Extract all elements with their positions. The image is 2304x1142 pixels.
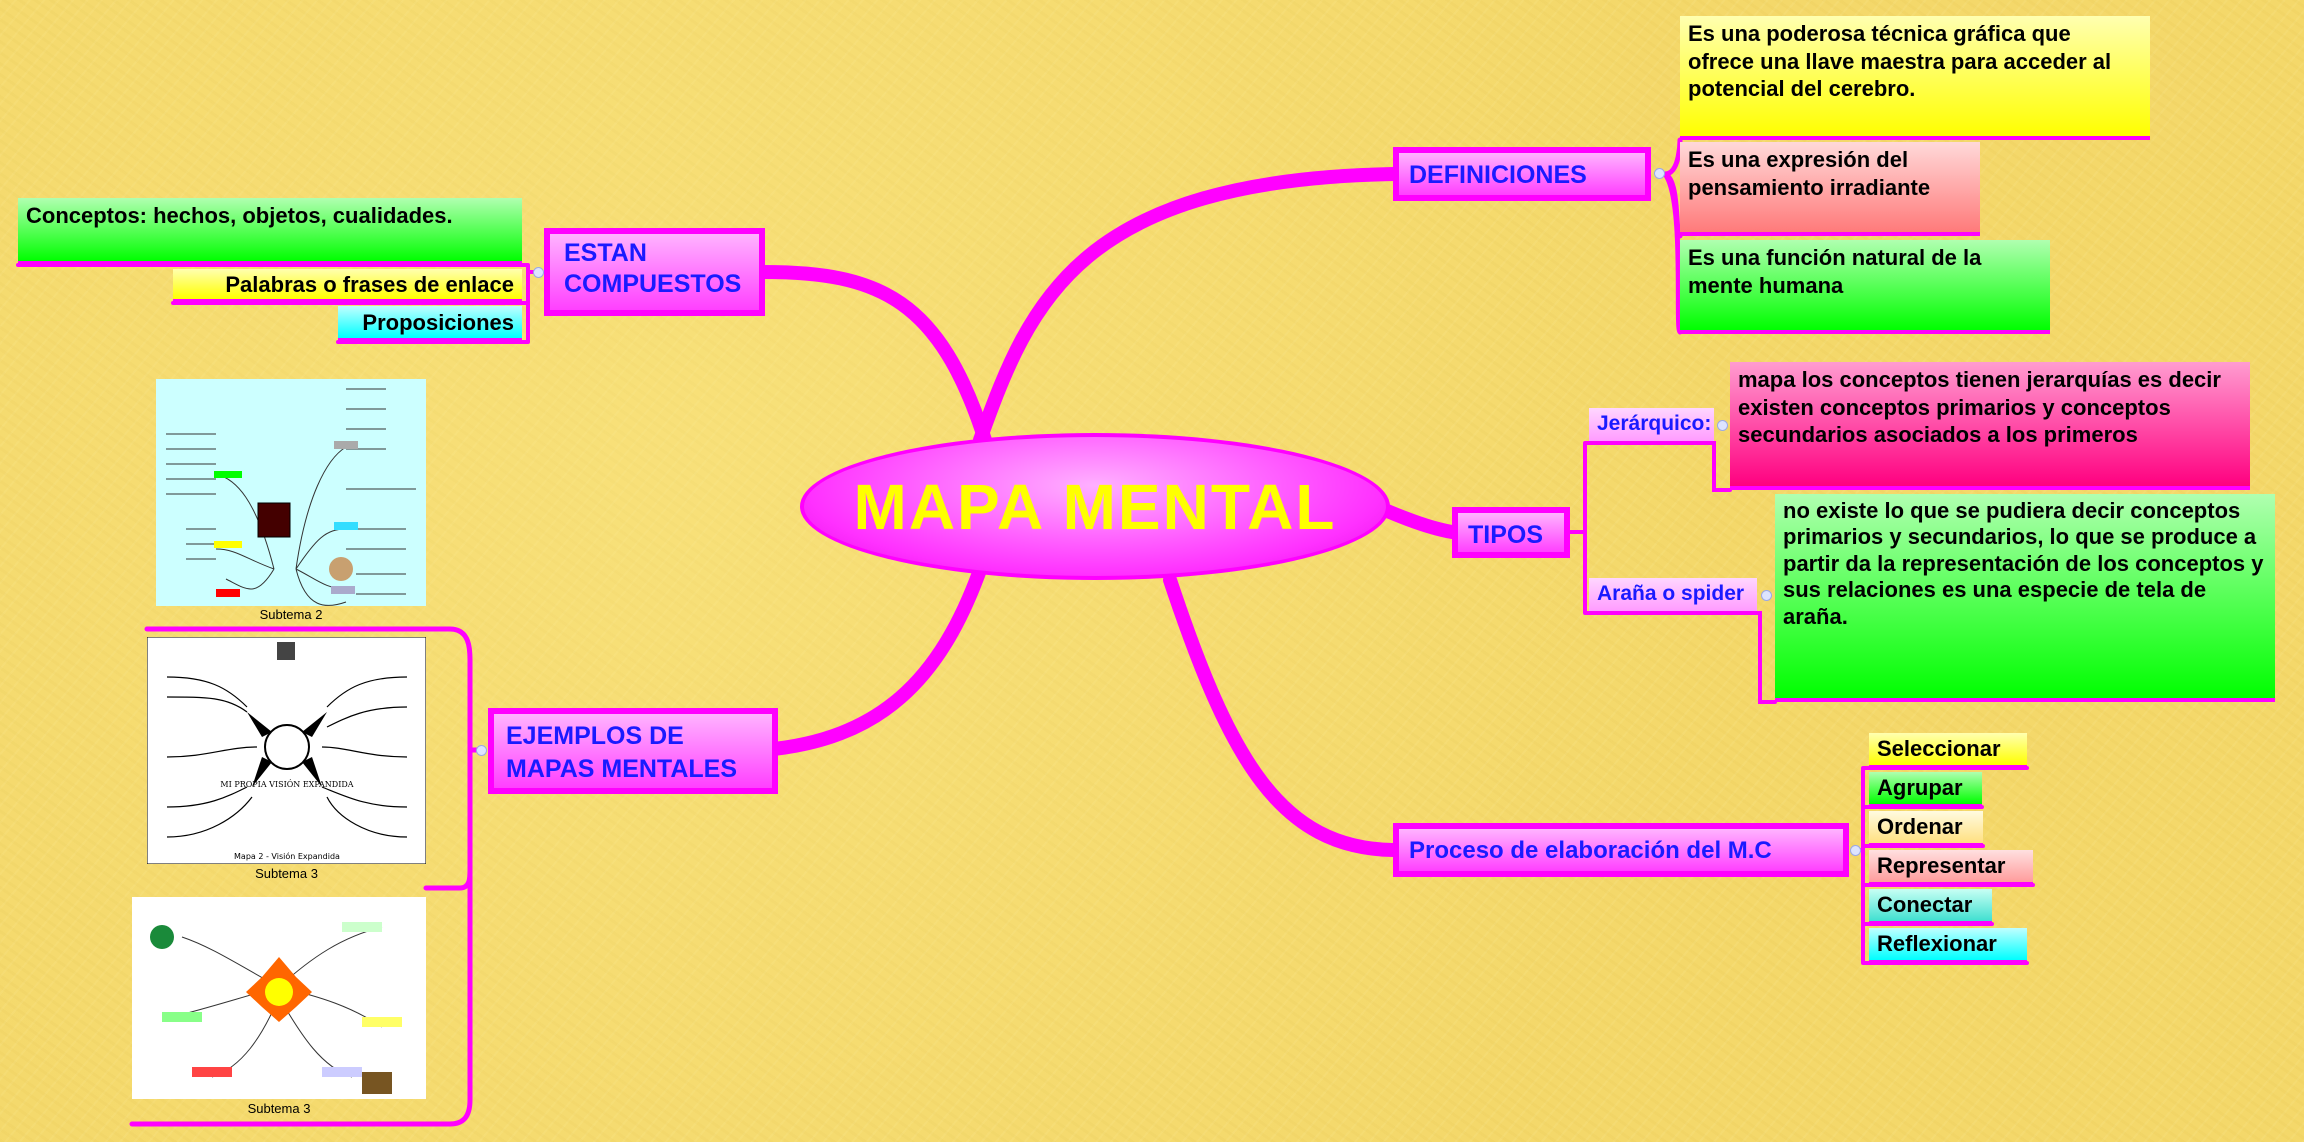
collapse-toggle-icon[interactable] xyxy=(533,267,544,278)
compuesto-conceptos[interactable]: Conceptos: hechos, objetos, cualidades. xyxy=(18,198,522,265)
caption-subtema-2: Subtema 2 xyxy=(259,607,323,622)
caption-subtema-3-a: Subtema 3 xyxy=(255,866,318,881)
topic-ejemplos[interactable]: EJEMPLOS DE MAPAS MENTALES xyxy=(488,708,778,794)
collapse-toggle-icon[interactable] xyxy=(1761,590,1772,601)
example-image-subtema-3-a[interactable]: MI PROPIA VISIÓN EXPANDIDA Mapa 2 - Visi… xyxy=(147,637,426,864)
central-topic-title: MAPA MENTAL xyxy=(853,470,1337,543)
picture-lettering: Mapa 2 - Visión Expandida xyxy=(234,851,340,861)
example-image-subtema-3-b[interactable] xyxy=(132,897,426,1099)
branch-tipos xyxy=(1378,503,1459,539)
proceso-item-seleccionar[interactable]: Seleccionar xyxy=(1869,733,2027,769)
proceso-item-ordenar[interactable]: Ordenar xyxy=(1869,811,1983,847)
example-image-subtema-2[interactable] xyxy=(156,379,426,606)
arana-description[interactable]: no existe lo que se pudiera decir concep… xyxy=(1775,494,2275,702)
collapse-toggle-icon[interactable] xyxy=(476,745,487,756)
jerarquico-description[interactable]: mapa los conceptos tienen jerarquías es … xyxy=(1730,362,2250,490)
definicion-2[interactable]: Es una expresión del pensamiento irradia… xyxy=(1680,142,1980,236)
compuesto-palabras-enlace[interactable]: Palabras o frases de enlace xyxy=(173,269,522,303)
proceso-item-reflexionar[interactable]: Reflexionar xyxy=(1869,928,2027,964)
branch-compuestos xyxy=(757,265,992,447)
topic-label: TIPOS xyxy=(1468,521,1544,549)
topic-estan-compuestos[interactable]: ESTAN COMPUESTOS xyxy=(544,228,765,316)
proceso-item-agrupar[interactable]: Agrupar xyxy=(1869,772,1982,808)
subtopic-jerarquico[interactable]: Jerárquico: xyxy=(1589,408,1714,444)
topic-tipos[interactable]: TIPOS xyxy=(1452,507,1570,558)
collapse-toggle-icon[interactable] xyxy=(1717,420,1728,431)
central-topic[interactable]: MAPA MENTAL xyxy=(800,433,1390,580)
compuesto-proposiciones[interactable]: Proposiciones xyxy=(338,306,522,342)
proceso-item-conectar[interactable]: Conectar xyxy=(1869,889,1992,925)
topic-proceso[interactable]: Proceso de elaboración del M.C xyxy=(1393,823,1849,877)
topic-label: ESTAN COMPUESTOS xyxy=(564,239,742,299)
proceso-item-representar[interactable]: Representar xyxy=(1869,850,2033,886)
subtopic-arana[interactable]: Araña o spider xyxy=(1589,578,1757,614)
branch-proceso xyxy=(1163,573,1400,857)
branch-ejemplos xyxy=(757,563,987,757)
topic-definiciones[interactable]: DEFINICIONES xyxy=(1393,147,1651,201)
topic-label: EJEMPLOS DE MAPAS MENTALES xyxy=(506,722,738,783)
caption-subtema-3-b: Subtema 3 xyxy=(247,1101,311,1116)
definicion-3[interactable]: Es una función natural de la mente human… xyxy=(1680,240,2050,334)
collapse-toggle-icon[interactable] xyxy=(1654,168,1665,179)
picture-lettering: MI PROPIA VISIÓN EXPANDIDA xyxy=(220,780,353,789)
definicion-1[interactable]: Es una poderosa técnica gráfica que ofre… xyxy=(1680,16,2150,140)
branch-definiciones xyxy=(973,167,1400,447)
collapse-toggle-icon[interactable] xyxy=(1850,845,1861,856)
topic-label: Proceso de elaboración del M.C xyxy=(1409,837,1772,864)
topic-label: DEFINICIONES xyxy=(1409,161,1587,189)
